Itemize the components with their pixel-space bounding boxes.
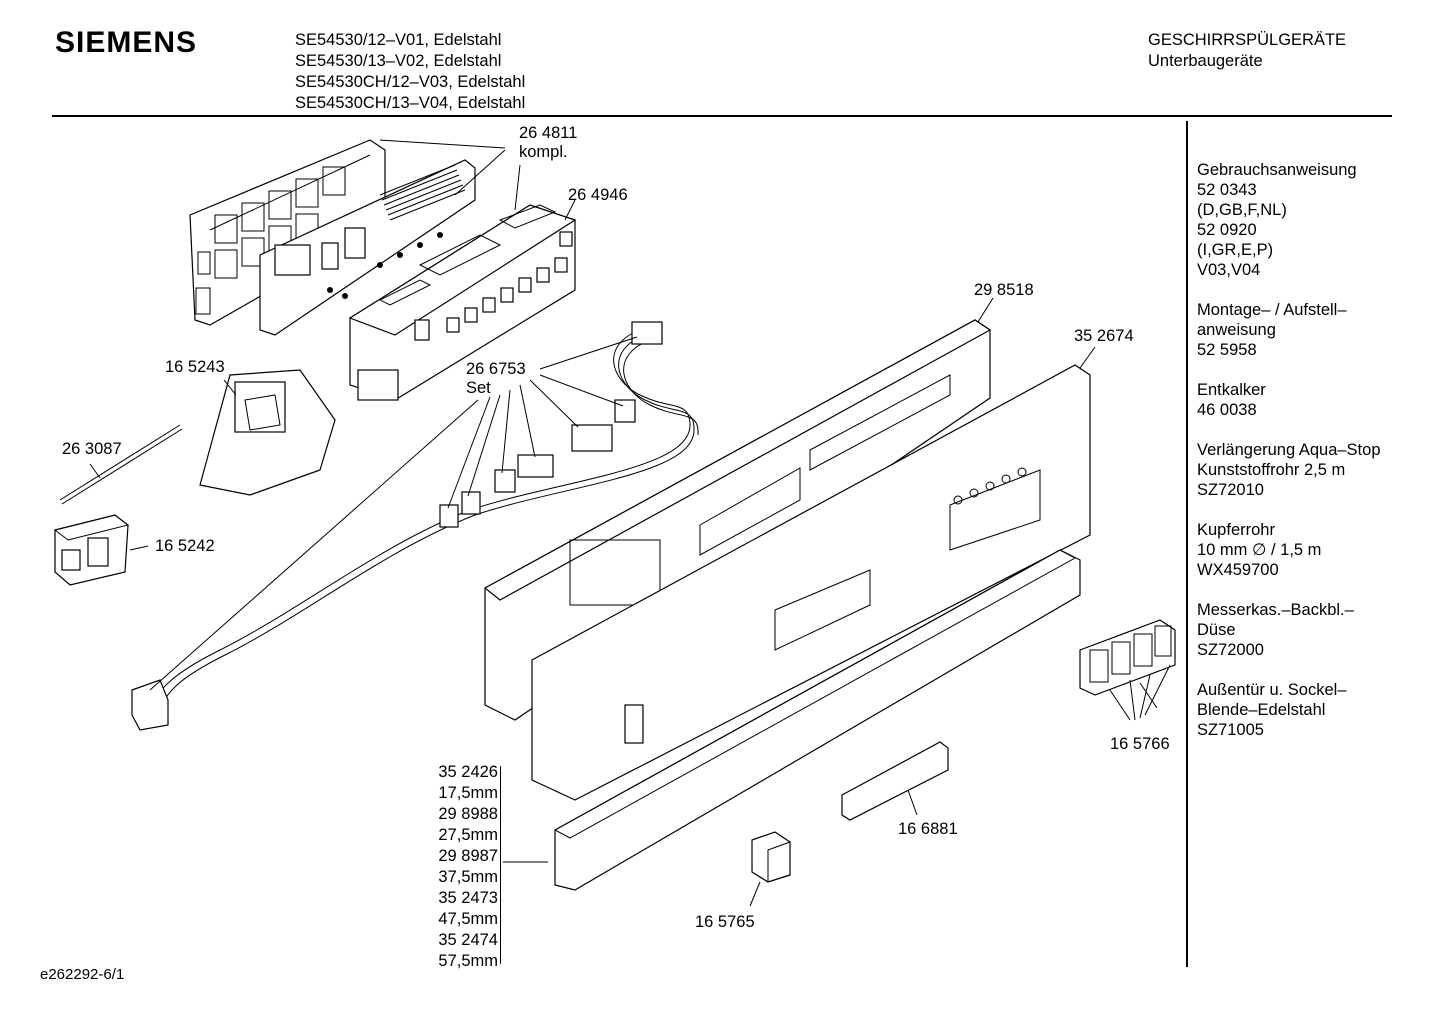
accessory-group: Außentür u. Sockel– Blende–Edelstahl SZ7… [1197, 680, 1437, 740]
display-module [1079, 619, 1176, 696]
control-unit [348, 204, 577, 401]
accessory-text: Montage– / Aufstell– [1197, 301, 1347, 319]
accessory-group: Kupferrohr 10 mm ∅ / 1,5 m WX459700 [1197, 520, 1437, 580]
part-label-165766: 16 5766 [1110, 735, 1170, 753]
accessory-text: 10 mm ∅ / 1,5 m [1197, 541, 1322, 559]
part-number: 26 4811 [519, 124, 578, 142]
accessory-text: Verlängerung Aqua–Stop [1197, 441, 1381, 459]
variant-entry: 17,5mm [438, 784, 498, 802]
accessory-text: Gebrauchsanweisung [1197, 161, 1357, 179]
variant-entry: 37,5mm [438, 868, 498, 886]
variant-entry: 29 8987 [438, 847, 498, 865]
clip-part [841, 741, 949, 821]
accessory-text: (D,GB,F,NL) [1197, 201, 1287, 219]
accessory-group: Montage– / Aufstell– anweisung 52 5958 [1197, 300, 1437, 360]
accessory-text: WX459700 [1197, 561, 1279, 579]
part-label-298518: 29 8518 [974, 281, 1034, 299]
accessory-group: Entkalker 46 0038 [1197, 380, 1437, 420]
accessory-text: SZ72000 [1197, 641, 1264, 659]
variant-entry: 27,5mm [438, 826, 498, 844]
accessory-text: anweisung [1197, 321, 1276, 339]
header-divider [52, 115, 1392, 117]
part-label-352674: 35 2674 [1074, 327, 1134, 345]
model-line: SE54530CH/12–V03, Edelstahl [295, 73, 526, 91]
accessory-text: Kunststoffrohr 2,5 m [1197, 461, 1346, 479]
accessory-group: Verlängerung Aqua–Stop Kunststoffrohr 2,… [1197, 440, 1437, 500]
button-part [751, 831, 791, 883]
part-label-165243: 16 5243 [165, 358, 225, 376]
variant-entry: 35 2474 [438, 931, 498, 949]
part-label-263087: 26 3087 [62, 440, 122, 458]
accessory-text: Kupferrohr [1197, 521, 1275, 539]
category-block: GESCHIRRSPÜLGERÄTE Unterbaugeräte [1148, 30, 1346, 72]
accessory-text: Außentür u. Sockel– [1197, 681, 1347, 699]
accessory-text: 52 0920 [1197, 221, 1257, 239]
accessory-text: SZ72010 [1197, 481, 1264, 499]
accessory-group: Messerkas.–Backbl.– Düse SZ72000 [1197, 600, 1437, 660]
front-fascia [531, 364, 1091, 801]
leader-lines [89, 139, 1171, 907]
model-line: SE54530/12–V01, Edelstahl [295, 31, 502, 49]
model-list: SE54530/12–V01, Edelstahl SE54530/13–V02… [295, 30, 525, 114]
model-line: SE54530CH/13–V04, Edelstahl [295, 94, 526, 112]
part-label-166881: 16 6881 [898, 820, 958, 838]
part-label-264811: 26 4811 kompl. [519, 124, 577, 162]
base-strip [553, 549, 1081, 891]
variant-bracket [500, 766, 501, 964]
panel-variant-list: 35 2426 17,5mm 29 8988 27,5mm 29 8987 37… [430, 762, 498, 972]
accessory-text: Blende–Edelstahl [1197, 701, 1326, 719]
part-note: kompl. [519, 143, 568, 161]
accessory-text: 46 0038 [1197, 401, 1257, 419]
part-note: Set [466, 379, 491, 397]
accessory-group: Gebrauchsanweisung 52 0343 (D,GB,F,NL) 5… [1197, 160, 1437, 280]
variant-entry: 29 8988 [438, 805, 498, 823]
accessory-text: 52 0343 [1197, 181, 1257, 199]
variant-entry: 57,5mm [438, 952, 498, 970]
accessory-text: Messerkas.–Backbl.– [1197, 601, 1354, 619]
drawing-id: e262292-6/1 [40, 966, 125, 983]
spring-wire [59, 424, 183, 505]
variant-entry: 35 2473 [438, 889, 498, 907]
part-label-264946: 26 4946 [568, 186, 628, 204]
accessory-text: SZ71005 [1197, 721, 1264, 739]
exploded-parts-drawing [53, 139, 1176, 907]
switch-part [199, 369, 336, 496]
accessory-text: 52 5958 [1197, 341, 1257, 359]
accessory-text: V03,V04 [1197, 261, 1261, 279]
wire-harness [131, 321, 699, 731]
sidebar-divider [1186, 121, 1188, 967]
accessories-sidebar: Gebrauchsanweisung 52 0343 (D,GB,F,NL) 5… [1197, 160, 1437, 760]
circuit-board [259, 159, 476, 336]
accessory-text: (I,GR,E,P) [1197, 241, 1274, 259]
part-label-165242: 16 5242 [155, 537, 215, 555]
variant-entry: 35 2426 [438, 763, 498, 781]
accessory-text: Entkalker [1197, 381, 1266, 399]
category-title: GESCHIRRSPÜLGERÄTE [1148, 31, 1347, 49]
part-label-165765: 16 5765 [695, 913, 755, 931]
variant-entry: 47,5mm [438, 910, 498, 928]
part-label-266753: 26 6753 Set [466, 360, 526, 398]
accessory-text: Düse [1197, 621, 1236, 639]
model-line: SE54530/13–V02, Edelstahl [295, 52, 502, 70]
category-subtitle: Unterbaugeräte [1148, 52, 1263, 70]
part-number: 26 6753 [466, 360, 526, 378]
brand-logo: SIEMENS [55, 26, 198, 59]
door-lock [53, 514, 130, 586]
